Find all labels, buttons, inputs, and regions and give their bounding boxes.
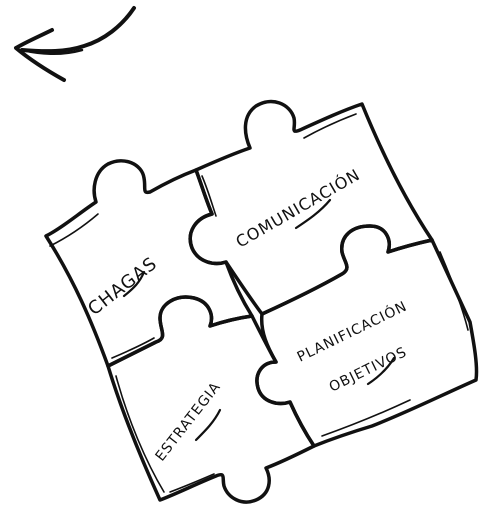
piece-label-chagas: CHAGAS (84, 253, 161, 320)
puzzle-piece-bottom-right (257, 226, 477, 446)
piece-label-objetivos: OBJETIVOS (327, 344, 410, 395)
back-arrow-icon[interactable] (16, 8, 134, 80)
